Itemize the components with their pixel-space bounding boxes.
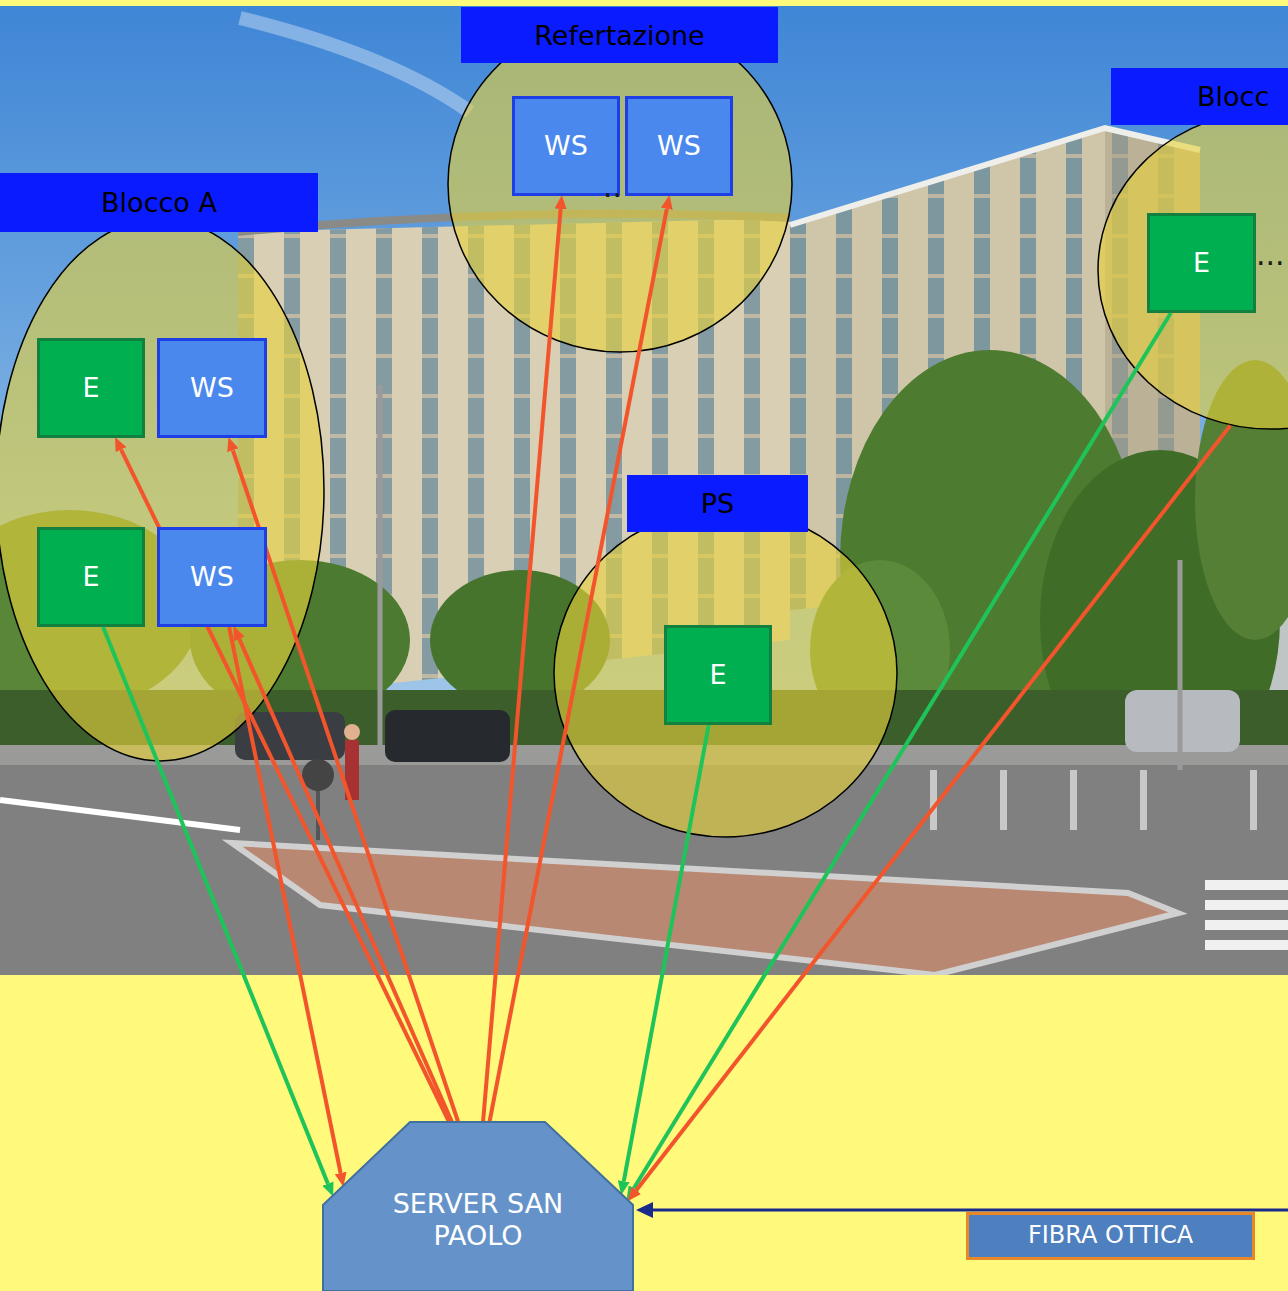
road-marking	[0, 800, 240, 830]
zone-title: PS	[627, 475, 808, 532]
pedestrian	[345, 740, 359, 800]
node-label: WS	[657, 130, 701, 161]
flow-arrow	[233, 450, 458, 1122]
flow-arrow	[483, 209, 561, 1122]
car	[385, 710, 510, 762]
node-label: FIBRA OTTICA	[1028, 1222, 1193, 1250]
flow-arrow	[239, 639, 452, 1122]
device-box: E	[1147, 213, 1256, 313]
top-band	[0, 0, 1288, 6]
zone-ellipse-shape	[448, 16, 792, 352]
traffic-sign	[302, 759, 334, 791]
lamp-post	[1178, 560, 1183, 770]
zone-ellipse-shape	[0, 219, 324, 761]
workstation-box: WS	[625, 96, 733, 196]
bottom-band	[0, 975, 1288, 1291]
server-shape	[323, 1122, 633, 1291]
bollard	[1250, 770, 1257, 830]
link-label-box: FIBRA OTTICA	[966, 1212, 1255, 1260]
zone-ellipse-shape	[1098, 111, 1288, 429]
zone-ellipse: EBlocc	[1097, 110, 1288, 430]
device-box: E	[664, 625, 772, 725]
zone-title: Blocc	[1111, 68, 1288, 125]
bollard	[930, 770, 937, 830]
ellipsis-mark: ..	[603, 172, 622, 202]
zone-ellipse: EWSEWSBlocco A	[0, 218, 325, 762]
contrail	[240, 18, 470, 112]
node-label: E	[1193, 247, 1210, 278]
server-node: SERVER SAN PAOLO	[323, 1122, 633, 1291]
flow-arrow	[121, 450, 449, 1122]
node-label: E	[82, 372, 99, 403]
device-box: E	[37, 338, 145, 438]
bollard	[1140, 770, 1147, 830]
lamp-post	[378, 385, 383, 760]
bollard	[1070, 770, 1077, 830]
node-label: SERVER SAN PAOLO	[373, 1188, 583, 1250]
ellipsis-mark: ...	[1256, 240, 1285, 270]
flow-arrow	[489, 209, 666, 1122]
flow-arrow	[103, 627, 328, 1184]
pedestrian-head	[344, 724, 360, 740]
device-box: E	[37, 527, 145, 627]
zone-title: Refertazione	[461, 7, 778, 63]
crosswalk	[1205, 880, 1288, 890]
node-label: WS	[190, 372, 234, 403]
node-label: E	[82, 561, 99, 592]
crosswalk	[1205, 900, 1288, 910]
node-label: WS	[190, 561, 234, 592]
node-label: E	[709, 659, 726, 690]
node-label: WS	[544, 130, 588, 161]
zone-title: Blocco A	[0, 173, 318, 232]
crosswalk	[1205, 940, 1288, 950]
zone-ellipse: EPS	[553, 508, 898, 838]
fiber-arrowhead	[636, 1202, 653, 1218]
sign-post	[316, 790, 320, 840]
zone-ellipse-shape	[554, 509, 897, 837]
flow-arrow	[636, 426, 1230, 1191]
flow-arrow	[634, 313, 1171, 1188]
crosswalk	[1205, 920, 1288, 930]
label-holder: ..	[603, 172, 622, 202]
bollard	[1000, 770, 1007, 830]
label-holder: ...	[1256, 240, 1285, 270]
flow-arrow	[229, 627, 340, 1173]
zone-outline	[0, 218, 325, 762]
flow-arrow	[624, 725, 709, 1181]
traffic-island	[232, 843, 1178, 975]
car	[235, 712, 345, 760]
workstation-box: WS	[157, 338, 267, 438]
workstation-box: WS	[157, 527, 267, 627]
